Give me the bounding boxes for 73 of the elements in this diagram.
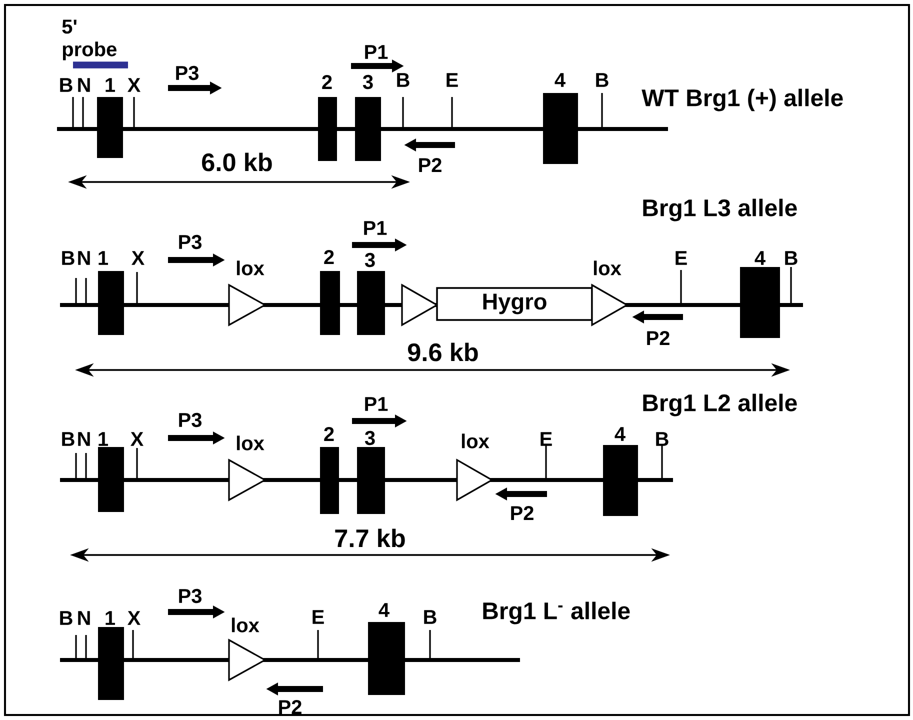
site-label: B <box>60 611 72 625</box>
exon-box: 4 <box>543 73 578 164</box>
node-label: 4 <box>754 251 766 265</box>
site-label: B <box>62 432 74 446</box>
site-label: B <box>656 432 668 446</box>
primer-label: P1 <box>365 397 388 411</box>
primer-label: P2 <box>647 331 670 345</box>
primer-label: P3 <box>179 412 202 428</box>
size-label: 6.0 kb <box>202 152 272 172</box>
exon-box: 4 <box>740 251 780 338</box>
node-label: 3 <box>362 74 373 90</box>
primer-label: P2 <box>419 158 442 172</box>
node-label: 1 <box>98 432 108 446</box>
site-label: B <box>397 73 410 87</box>
allele-label: WT Brg1 (+) allele <box>642 88 843 112</box>
site-label: B <box>596 73 608 87</box>
site-label: X <box>128 611 140 625</box>
node-label: 4 <box>614 427 626 441</box>
allele-label: Brg1 L2 allele <box>643 394 797 416</box>
node-label: 1 <box>106 611 116 625</box>
node-label: lox <box>462 434 490 448</box>
node-label: 3 <box>364 430 375 446</box>
size-label: 9.6 kb <box>408 342 478 362</box>
site-label: X <box>132 251 144 265</box>
node-label: 4 <box>378 603 390 617</box>
site-label: N <box>78 432 90 446</box>
exon-box: 2 <box>318 75 337 161</box>
exon-box: 4 <box>603 427 638 516</box>
exon-box: 3 <box>357 430 385 514</box>
site-label: E <box>676 251 687 265</box>
site-label: E <box>446 73 458 87</box>
exon-box: 1 <box>97 78 123 158</box>
primer-label: P1 <box>365 45 388 59</box>
exon-box: 1 <box>98 251 124 335</box>
node-label: 1 <box>106 78 116 92</box>
primer-label: P2 <box>279 700 302 714</box>
exon-box: 3 <box>355 74 381 161</box>
node-label: lox <box>236 436 264 450</box>
site-label: B <box>424 610 436 624</box>
site-label: E <box>540 432 552 446</box>
exon-box: 2 <box>320 427 339 514</box>
exon-box: 1 <box>98 432 124 512</box>
primer-label: P2 <box>511 506 534 520</box>
primer-label: P3 <box>179 588 202 604</box>
primer-label: P1 <box>364 221 387 235</box>
node-label: 1 <box>98 251 108 265</box>
site-label: X <box>128 78 140 92</box>
site-label: N <box>78 78 90 92</box>
node-label: 2 <box>324 250 334 264</box>
node-label: lox <box>236 260 264 276</box>
exon-box: 2 <box>320 250 340 335</box>
site-label: B <box>60 78 72 92</box>
primer-label: P3 <box>176 66 198 80</box>
probe-label: 5' probe <box>62 20 116 60</box>
site-label: X <box>130 432 144 446</box>
site-label: E <box>312 610 324 624</box>
site-label: N <box>78 611 90 625</box>
size-label: 7.7 kb <box>335 528 405 548</box>
site-label: B <box>785 251 798 265</box>
node-label: 2 <box>322 75 332 89</box>
site-label: N <box>78 251 90 265</box>
site-label: B <box>62 251 74 265</box>
exon-box: 4 <box>368 603 406 695</box>
node-label: lox <box>232 618 260 632</box>
allele-label: Brg1 L$^{-}$ allele <box>483 602 630 624</box>
allele-label: Brg1 L3 allele <box>643 198 797 222</box>
node-label: lox <box>594 260 622 276</box>
primer-label: P3 <box>179 234 202 250</box>
exon-box: 3 <box>357 252 385 335</box>
exon-box: 1 <box>98 611 124 700</box>
node-label: 2 <box>324 427 334 441</box>
node-label: 3 <box>364 252 375 268</box>
node-label: 4 <box>554 73 566 87</box>
